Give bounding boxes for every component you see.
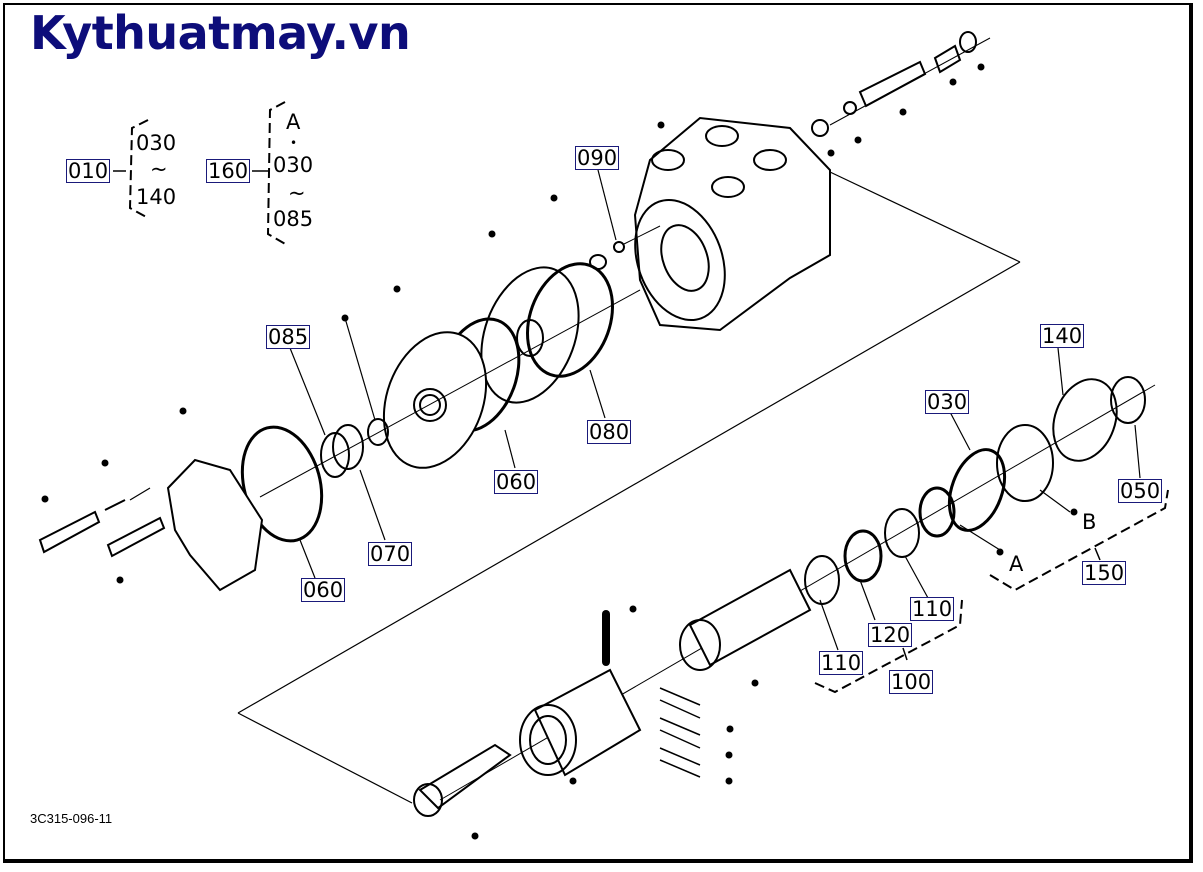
callout-140[interactable]: 140 (1040, 324, 1085, 348)
group-bracket-010 (113, 119, 149, 219)
thrust-washer-110-a (804, 555, 840, 605)
drawing-code: 3C315-096-11 (30, 811, 113, 826)
check-spring-and-ball (589, 225, 661, 270)
thrust-bearing-120 (843, 529, 883, 583)
valve-housing (633, 116, 831, 332)
group-bracket-100 (814, 599, 963, 694)
snap-ring-050 (1110, 376, 1146, 424)
centering-springs (659, 687, 701, 778)
callout-120[interactable]: 120 (868, 623, 913, 647)
ref-marker-b: B (1082, 510, 1097, 534)
watermark-logo: Kythuatmay.vn (30, 6, 411, 60)
assembly-axis (259, 289, 641, 498)
callout-050[interactable]: 050 (1118, 479, 1163, 503)
callout-160[interactable]: 160 (206, 159, 251, 183)
group-160-dot: • (290, 136, 298, 150)
callout-110-left[interactable]: 110 (819, 651, 864, 675)
relief-valve-spring (811, 31, 991, 137)
distributor-plate (480, 266, 580, 404)
seal-a (918, 486, 956, 538)
end-cover (166, 458, 264, 592)
group-160-range-end: 085 (273, 207, 314, 231)
callout-010[interactable]: 010 (66, 159, 111, 183)
o-ring-030 (947, 448, 1007, 532)
o-ring-080 (525, 262, 615, 378)
ref-marker-a: A (1009, 552, 1024, 576)
bolts (38, 499, 166, 558)
callout-060-upper[interactable]: 060 (494, 470, 539, 494)
callout-110-right[interactable]: 110 (910, 597, 955, 621)
callout-060-lower[interactable]: 060 (301, 578, 346, 602)
leader-lines (289, 169, 1141, 651)
group-bracket-150 (989, 489, 1169, 592)
group-010-range-start: 030 (136, 131, 177, 155)
group-bracket-160 (252, 101, 288, 246)
sleeve (519, 668, 642, 777)
spool (679, 568, 812, 671)
callout-150[interactable]: 150 (1082, 561, 1127, 585)
dust-seal-140 (1052, 378, 1118, 462)
callout-030[interactable]: 030 (925, 390, 970, 414)
callout-080[interactable]: 080 (587, 420, 632, 444)
bushing-070 (332, 424, 364, 470)
thrust-washer-110-b (884, 508, 920, 558)
gear-wheel-set (382, 331, 488, 469)
callout-090[interactable]: 090 (575, 146, 620, 170)
group-160-range-start: 030 (273, 153, 314, 177)
group-160-includes: A (286, 110, 301, 134)
group-160-range-sep: ~ (288, 181, 306, 205)
callout-100[interactable]: 100 (889, 670, 934, 694)
seal-085 (320, 432, 350, 478)
input-shaft (413, 743, 512, 817)
drawing-frame (3, 3, 1193, 863)
washer (367, 418, 389, 446)
group-010-range-end: 140 (136, 185, 177, 209)
part-dots (41, 63, 1078, 840)
bushing-b (996, 424, 1054, 502)
callout-085[interactable]: 085 (266, 325, 311, 349)
callout-070[interactable]: 070 (368, 542, 413, 566)
group-010-range-sep: ~ (150, 157, 168, 181)
